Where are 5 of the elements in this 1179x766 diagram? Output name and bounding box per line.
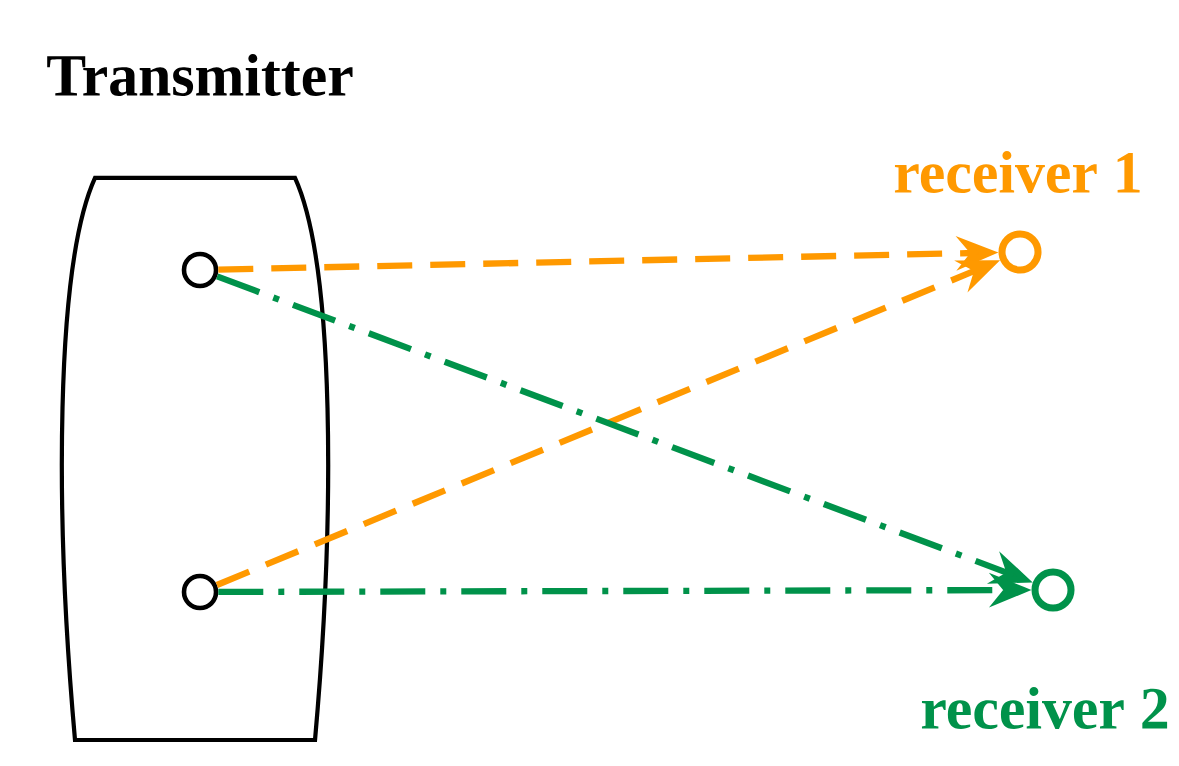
port-circle — [181, 251, 219, 289]
port-circle — [181, 573, 219, 611]
node-label: receiver 2 — [921, 686, 1168, 730]
node-label: receiver 1 — [894, 150, 1140, 193]
node-label: Transmitter — [47, 53, 353, 96]
